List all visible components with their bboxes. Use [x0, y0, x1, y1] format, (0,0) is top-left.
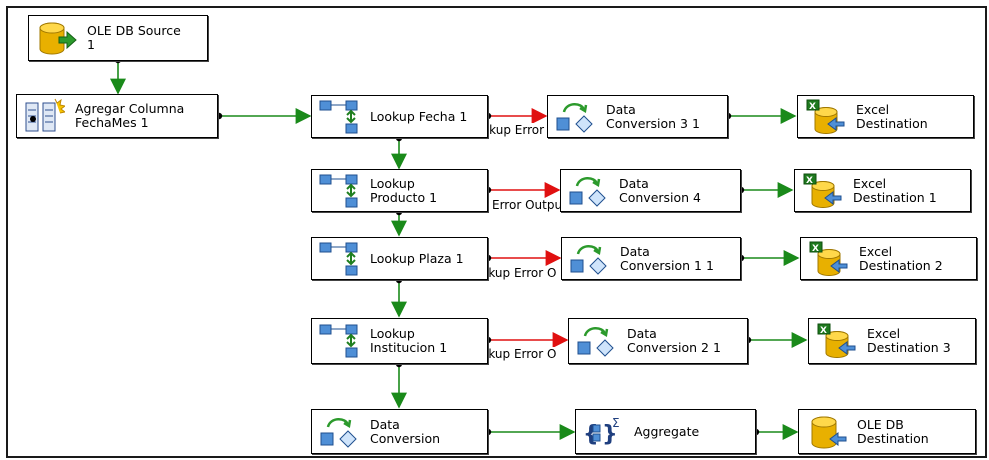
lookup-icon	[318, 172, 360, 210]
excel-destination-2-node[interactable]: X Excel Destination 2	[800, 237, 977, 280]
node-label: Agregar Columna FechaMes 1	[75, 101, 185, 130]
excel-destination-3-node[interactable]: X Excel Destination 3	[808, 318, 976, 364]
data-conversion-2-1-node[interactable]: Data Conversion 2 1	[568, 318, 748, 364]
lookup-icon	[318, 322, 360, 360]
node-label: Lookup Fecha 1	[370, 108, 468, 124]
excel-destination-icon: X	[815, 322, 857, 360]
node-label: Lookup Producto 1	[370, 175, 438, 205]
data-conversion-1-1-node[interactable]: Data Conversion 1 1	[561, 237, 741, 280]
node-label: Excel Destination 2	[859, 243, 943, 273]
canvas-frame	[6, 6, 987, 458]
node-label: Excel Destination	[856, 101, 928, 131]
node-label: OLE DB Destination	[857, 416, 929, 446]
database-destination-icon	[805, 413, 847, 451]
svg-text:X: X	[809, 102, 816, 112]
excel-destination-1-node[interactable]: X Excel Destination 1	[794, 169, 971, 212]
ole-db-destination-node[interactable]: OLE DB Destination	[798, 409, 976, 454]
lookup-icon	[318, 240, 360, 278]
excel-destination-node[interactable]: X Excel Destination	[797, 95, 974, 138]
data-conversion-icon	[554, 98, 596, 136]
node-label: Data Conversion 1 1	[620, 243, 714, 273]
derived-column-node[interactable]: Agregar Columna FechaMes 1	[16, 94, 218, 138]
svg-text:Σ: Σ	[612, 416, 620, 430]
svg-text:X: X	[812, 244, 819, 254]
svg-text:X: X	[806, 176, 813, 186]
node-label: Data Conversion 3 1	[606, 101, 700, 131]
lookup-fecha-node[interactable]: Lookup Fecha 1	[311, 95, 488, 138]
error-output-label-institucion: okup Error O	[481, 347, 557, 361]
error-output-label-producto: Error Outpu	[492, 198, 563, 212]
svg-text:}: }	[602, 422, 618, 447]
aggregate-node[interactable]: {}Σ Aggregate	[575, 409, 756, 454]
data-conversion-3-1-node[interactable]: Data Conversion 3 1	[547, 95, 728, 138]
svg-text:X: X	[820, 326, 827, 336]
lookup-plaza-node[interactable]: Lookup Plaza 1	[311, 237, 488, 280]
derived-column-icon	[23, 97, 67, 135]
data-conversion-icon	[568, 240, 610, 278]
error-output-label-plaza: okup Error O	[481, 266, 557, 280]
ole-db-source-node[interactable]: OLE DB Source 1	[28, 15, 208, 61]
node-label: Lookup Plaza 1	[370, 250, 464, 266]
node-label: Data Conversion 2 1	[627, 326, 721, 355]
database-source-icon	[35, 19, 77, 57]
data-conversion-4-node[interactable]: Data Conversion 4	[560, 169, 741, 212]
aggregate-icon: {}Σ	[582, 413, 624, 451]
lookup-institucion-node[interactable]: Lookup Institucion 1	[311, 318, 488, 364]
node-label: Data Conversion	[370, 416, 441, 446]
node-label: Data Conversion 4	[619, 175, 702, 205]
node-label: Excel Destination 3	[867, 326, 951, 355]
data-conversion-icon	[318, 413, 360, 451]
data-conversion-node[interactable]: Data Conversion	[311, 409, 488, 454]
node-label: Excel Destination 1	[853, 175, 937, 205]
node-label: Aggregate	[634, 423, 700, 439]
data-conversion-icon	[567, 172, 609, 210]
excel-destination-icon: X	[801, 172, 843, 210]
lookup-producto-node[interactable]: Lookup Producto 1	[311, 169, 488, 212]
excel-destination-icon: X	[804, 98, 846, 136]
data-conversion-icon	[575, 322, 617, 360]
node-label: Lookup Institucion 1	[370, 326, 448, 355]
node-label: OLE DB Source 1	[87, 23, 181, 52]
excel-destination-icon: X	[807, 240, 849, 278]
lookup-icon	[318, 98, 360, 136]
